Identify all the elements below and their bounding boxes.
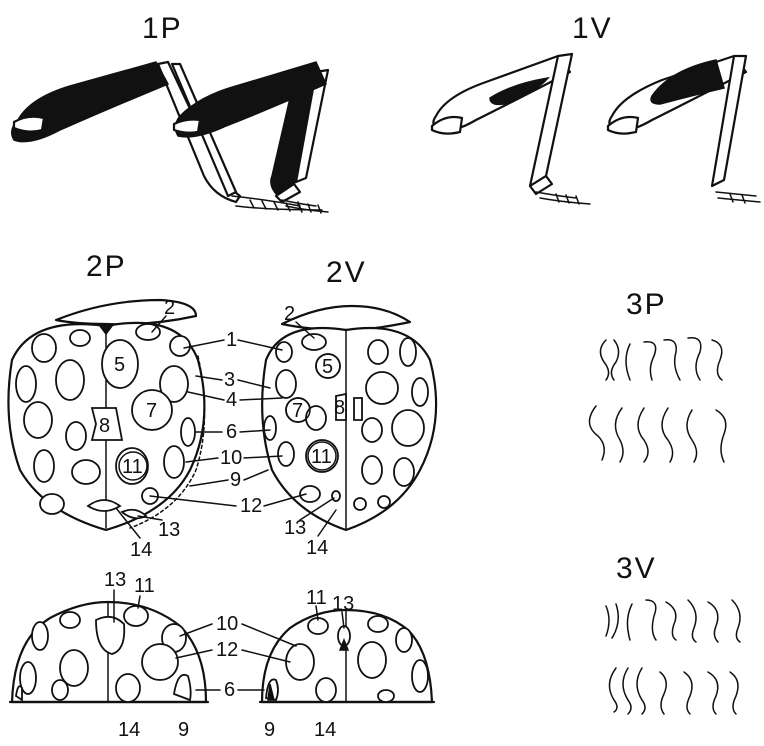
label-14-left: 14 — [130, 539, 152, 561]
label-12-rear: 12 — [216, 639, 238, 661]
label-6-rear: 6 — [224, 679, 235, 701]
leg-drawing-1v-b — [608, 56, 760, 203]
label-2-top-right: 2 — [284, 303, 295, 325]
panel-label-3v: 3V — [616, 552, 657, 585]
label-11-2v: 11 — [311, 446, 332, 468]
panel-label-1v: 1V — [572, 12, 613, 45]
panel-label-2p: 2P — [86, 250, 127, 283]
pattern-3v — [606, 600, 740, 714]
label-7-2v: 7 — [292, 400, 303, 422]
label-10: 10 — [220, 447, 242, 469]
label-9: 9 — [230, 469, 241, 491]
panel-label-2v: 2V — [326, 256, 367, 289]
label-13-rear-right: 13 — [332, 593, 354, 615]
label-11-2p: 11 — [122, 456, 143, 478]
label-13-left: 13 — [158, 519, 180, 541]
label-13-rear-left: 13 — [104, 569, 126, 591]
label-3: 3 — [224, 369, 235, 391]
panel-label-1p: 1P — [142, 12, 183, 45]
label-4: 4 — [226, 389, 237, 411]
beetle-rear-right — [260, 610, 434, 702]
label-13-right: 13 — [284, 517, 306, 539]
label-8-2v: 8 — [334, 397, 345, 419]
label-1: 1 — [226, 329, 237, 351]
pattern-3p — [589, 338, 725, 462]
label-8-2p: 8 — [99, 415, 110, 437]
label-9-rear-left: 9 — [178, 719, 189, 741]
label-14-right: 14 — [306, 537, 328, 559]
label-9-rear-right: 9 — [264, 719, 275, 741]
label-6: 6 — [226, 421, 237, 443]
label-5-2v: 5 — [322, 356, 333, 378]
label-5-2p: 5 — [114, 354, 125, 376]
beetle-rear-left — [10, 602, 208, 702]
label-14-rear-right: 14 — [314, 719, 336, 741]
label-11-rear-left: 11 — [134, 575, 155, 597]
label-14-rear-left: 14 — [118, 719, 140, 741]
leg-drawing-1v-a — [432, 54, 590, 204]
panel-label-3p: 3P — [626, 288, 667, 321]
label-12: 12 — [240, 495, 262, 517]
label-7-2p: 7 — [146, 400, 157, 422]
label-10-rear: 10 — [216, 613, 238, 635]
